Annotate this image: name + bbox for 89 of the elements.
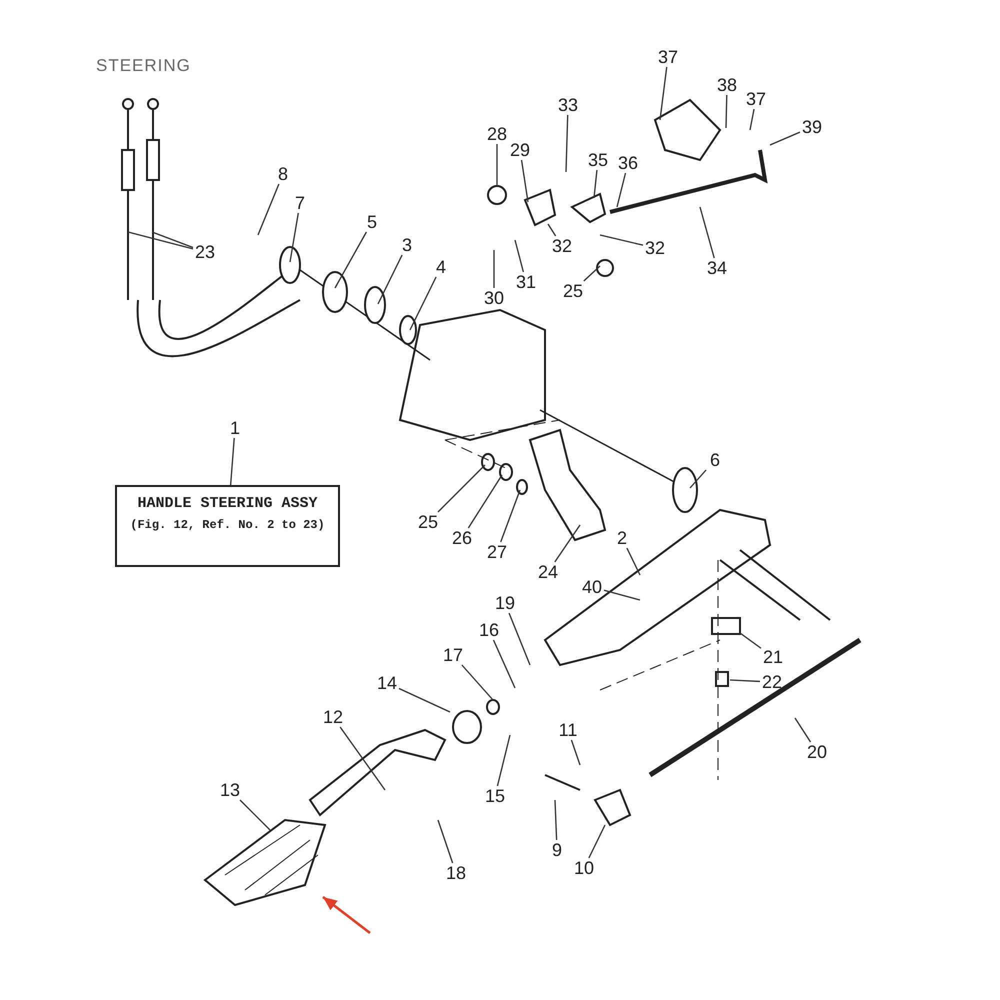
leader-line bbox=[770, 132, 800, 146]
callout-number: 10 bbox=[569, 857, 599, 879]
leader-line bbox=[725, 94, 728, 128]
callout-number: 24 bbox=[533, 561, 563, 583]
callout-number: 13 bbox=[215, 779, 245, 801]
leader-line bbox=[128, 231, 194, 250]
leader-line bbox=[492, 640, 516, 688]
callout-number: 32 bbox=[547, 235, 577, 257]
callout-number: 36 bbox=[613, 152, 643, 174]
leader-line bbox=[398, 688, 450, 713]
leader-line bbox=[616, 172, 626, 208]
label-box bbox=[115, 485, 340, 567]
leader-line bbox=[588, 824, 606, 858]
leader-line bbox=[437, 820, 454, 864]
callout-number: 34 bbox=[702, 257, 732, 279]
leader-line bbox=[730, 679, 760, 682]
callout-number: 37 bbox=[741, 88, 771, 110]
leader-line bbox=[565, 114, 568, 172]
callout-number: 5 bbox=[357, 211, 387, 233]
leader-line bbox=[699, 206, 715, 258]
callout-number: 31 bbox=[511, 271, 541, 293]
leader-line bbox=[493, 250, 495, 288]
callout-number: 20 bbox=[802, 741, 832, 763]
leader-line bbox=[240, 800, 270, 830]
callout-number: 26 bbox=[447, 527, 477, 549]
callout-number: 23 bbox=[190, 241, 220, 263]
leader-line bbox=[604, 590, 640, 601]
callout-number: 22 bbox=[757, 671, 787, 693]
leader-line bbox=[659, 66, 668, 120]
callout-number: 1 bbox=[220, 417, 250, 439]
leader-line bbox=[409, 276, 437, 330]
box-heading: HANDLE STEERING ASSY bbox=[136, 495, 319, 512]
leader-line bbox=[461, 664, 494, 700]
callout-number: 40 bbox=[577, 576, 607, 598]
leader-line bbox=[626, 548, 641, 576]
leader-line bbox=[514, 240, 524, 272]
callout-number: 18 bbox=[441, 862, 471, 884]
callout-number: 19 bbox=[490, 592, 520, 614]
callout-number: 35 bbox=[583, 149, 613, 171]
callout-number: 8 bbox=[268, 163, 298, 185]
leader-line bbox=[340, 726, 386, 790]
leader-line bbox=[749, 108, 755, 130]
callout-number: 33 bbox=[553, 94, 583, 116]
leader-line bbox=[334, 232, 367, 288]
leader-line bbox=[230, 438, 235, 486]
leader-line bbox=[583, 266, 600, 282]
leader-line bbox=[377, 254, 403, 304]
callout-number: 25 bbox=[558, 280, 588, 302]
leader-line bbox=[508, 612, 531, 666]
leader-line bbox=[152, 231, 194, 248]
leader-line bbox=[520, 160, 529, 202]
callout-number: 17 bbox=[438, 644, 468, 666]
callout-number: 7 bbox=[285, 192, 315, 214]
box-note: (Fig. 12, Ref. No. 2 to 23) bbox=[129, 518, 326, 532]
callout-number: 6 bbox=[700, 449, 730, 471]
leader-line bbox=[496, 734, 511, 786]
leader-line bbox=[600, 234, 644, 246]
leader-line bbox=[468, 474, 503, 528]
leader-line bbox=[794, 718, 812, 742]
callout-number: 37 bbox=[653, 46, 683, 68]
callout-number: 16 bbox=[474, 619, 504, 641]
leader-line bbox=[740, 632, 762, 649]
leader-line bbox=[547, 224, 556, 236]
callout-number: 15 bbox=[480, 785, 510, 807]
leader-line bbox=[554, 800, 558, 840]
callout-number: 39 bbox=[797, 116, 827, 138]
leader-line bbox=[289, 212, 299, 262]
callout-number: 4 bbox=[426, 256, 456, 278]
callout-number: 3 bbox=[392, 234, 422, 256]
callout-number: 27 bbox=[482, 541, 512, 563]
leader-line bbox=[257, 184, 280, 236]
callout-number: 38 bbox=[712, 74, 742, 96]
callout-number: 12 bbox=[318, 706, 348, 728]
callout-number: 21 bbox=[758, 646, 788, 668]
callout-number: 25 bbox=[413, 511, 443, 533]
leader-line bbox=[690, 470, 707, 488]
callout-number: 32 bbox=[640, 237, 670, 259]
callout-number: 11 bbox=[553, 719, 583, 741]
leader-line bbox=[500, 490, 521, 542]
leader-line bbox=[496, 144, 498, 185]
callout-number: 9 bbox=[542, 839, 572, 861]
leader-line bbox=[570, 740, 581, 766]
callout-number: 14 bbox=[372, 672, 402, 694]
leader-line bbox=[593, 170, 598, 198]
callout-number: 30 bbox=[479, 287, 509, 309]
callout-number: 2 bbox=[607, 527, 637, 549]
leader-line bbox=[438, 464, 486, 512]
page-title: STEERING bbox=[96, 56, 191, 76]
leader-line bbox=[554, 524, 581, 562]
